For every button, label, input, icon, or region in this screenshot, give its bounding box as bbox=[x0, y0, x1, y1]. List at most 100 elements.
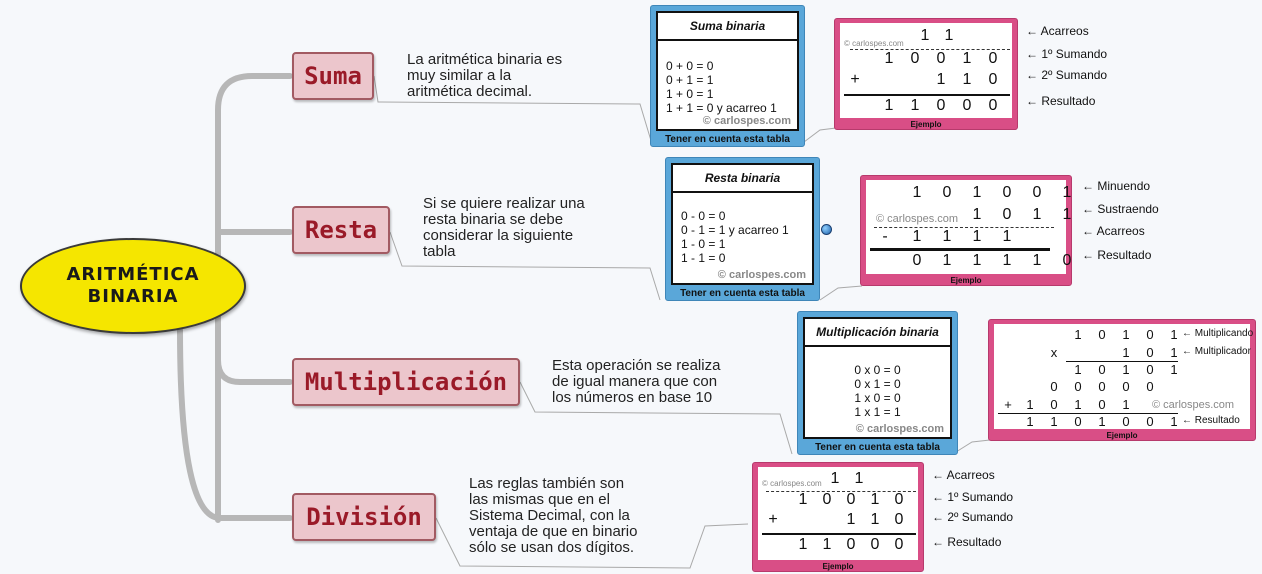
digit: 0 bbox=[910, 50, 920, 67]
digit: 1 bbox=[1032, 252, 1042, 269]
desc-line: los números en base 10 bbox=[552, 389, 713, 406]
label-resultado: ← Resultado bbox=[932, 535, 1002, 549]
digit: 1 bbox=[822, 536, 832, 553]
resta-table-card[interactable]: Resta binaria 0 - 0 = 0 0 - 1 = 1 y acar… bbox=[665, 157, 820, 301]
digit: 1 bbox=[910, 97, 920, 114]
digit: 1 bbox=[1026, 397, 1034, 412]
digit: 1 bbox=[912, 184, 922, 201]
watermark-text: © carlospes.com bbox=[762, 479, 822, 488]
digit: 0 bbox=[1146, 327, 1154, 342]
topic-division-label: División bbox=[306, 503, 422, 531]
digit: 1 bbox=[1026, 414, 1034, 429]
digit: 0 bbox=[1050, 397, 1058, 412]
topic-multiplicacion-label: Multiplicación bbox=[304, 368, 508, 396]
division-desc-connector bbox=[435, 517, 749, 569]
digit: 0 bbox=[988, 50, 998, 67]
digit: 1 bbox=[962, 50, 972, 67]
suma-example-card[interactable]: © carlospes.com 1 1 1 0 0 1 0 + 1 1 0 1 … bbox=[834, 18, 1018, 130]
digit: 0 bbox=[962, 97, 972, 114]
label-resultado: ← Resultado bbox=[1082, 248, 1152, 262]
label-segundo-sumando: ← 2º Sumando bbox=[932, 510, 1014, 524]
label-resultado: ← Resultado bbox=[1026, 94, 1096, 108]
table-row: 1 + 0 = 1 bbox=[666, 87, 714, 101]
multi-desc-connector bbox=[519, 381, 793, 455]
table-row: 1 - 0 = 1 bbox=[681, 237, 726, 251]
table-row: 1 + 1 = 0 y acarreo 1 bbox=[666, 101, 777, 115]
table-row: 1 x 0 = 0 bbox=[854, 391, 901, 405]
digit: 0 bbox=[1098, 397, 1106, 412]
topic-division[interactable]: División bbox=[292, 493, 436, 541]
multiplicacion-example-card[interactable]: 1 0 1 0 1 x 1 0 1 1 0 1 0 1 0 0 0 0 0 + … bbox=[988, 319, 1256, 441]
topic-resta[interactable]: Resta bbox=[292, 206, 390, 254]
digit: 1 bbox=[1122, 397, 1130, 412]
division-example-card[interactable]: © carlospes.com 1 1 1 0 0 1 0 + 1 1 0 1 … bbox=[752, 462, 924, 572]
label-minuendo: ← Minuendo bbox=[1082, 179, 1151, 193]
example-footer: Ejemplo bbox=[1106, 431, 1138, 440]
digit: 1 bbox=[1074, 397, 1082, 412]
sum-divider bbox=[998, 413, 1178, 414]
topic-multiplicacion[interactable]: Multiplicación bbox=[292, 358, 520, 406]
suma-table-card[interactable]: Suma binaria 0 + 0 = 0 0 + 1 = 1 1 + 0 =… bbox=[650, 5, 805, 147]
digit: 1 bbox=[1032, 206, 1042, 223]
digit: 1 bbox=[942, 228, 952, 245]
topic-suma[interactable]: Suma bbox=[292, 52, 374, 100]
digit: 1 bbox=[1170, 327, 1178, 342]
multiplicacion-description: Esta operación se realiza de igual maner… bbox=[552, 358, 720, 406]
digit: 0 bbox=[936, 50, 946, 67]
label-acarreos: ← Acarreos bbox=[1026, 24, 1089, 38]
copyright-text: © carlospes.com bbox=[702, 115, 791, 127]
suma-desc-connector bbox=[373, 75, 653, 145]
suma-table-connector bbox=[803, 127, 837, 143]
digit: 1 bbox=[798, 536, 808, 553]
operator: - bbox=[882, 228, 888, 245]
digit: 0 bbox=[870, 536, 880, 553]
digit: 1 bbox=[1074, 362, 1082, 377]
central-title-line2: BINARIA bbox=[87, 286, 179, 307]
suma-description: La aritmética binaria es muy similar a l… bbox=[407, 52, 562, 100]
digit: 1 bbox=[972, 228, 982, 245]
desc-line: de igual manera que con bbox=[552, 373, 718, 390]
digit: 1 bbox=[1002, 228, 1012, 245]
table-row: 0 + 0 = 0 bbox=[666, 59, 714, 73]
example-footer: Ejemplo bbox=[822, 562, 854, 571]
product-divider bbox=[1066, 361, 1178, 362]
desc-line: Si se quiere realizar una bbox=[423, 195, 585, 212]
digit: 0 bbox=[936, 97, 946, 114]
operator: + bbox=[850, 71, 860, 88]
desc-line: muy similar a la bbox=[407, 67, 512, 84]
desc-line: Sistema Decimal, con la bbox=[469, 507, 630, 524]
digit: 0 bbox=[1098, 327, 1106, 342]
digit: 0 bbox=[1002, 206, 1012, 223]
table-row: 0 - 0 = 0 bbox=[681, 209, 726, 223]
resta-table-title: Resta binaria bbox=[673, 165, 812, 193]
digit: 0 bbox=[988, 97, 998, 114]
multiplicacion-table-card[interactable]: Multiplicación binaria 0 x 0 = 0 0 x 1 =… bbox=[797, 311, 958, 455]
topic-suma-label: Suma bbox=[304, 62, 362, 90]
globe-icon[interactable] bbox=[821, 224, 832, 235]
digit: 0 bbox=[942, 184, 952, 201]
operator: + bbox=[1004, 397, 1012, 412]
digit: 1 bbox=[1170, 345, 1178, 360]
digit: 0 bbox=[1074, 379, 1082, 394]
digit: 0 bbox=[1050, 379, 1058, 394]
digit: 1 bbox=[884, 97, 894, 114]
resta-table-connector bbox=[819, 285, 863, 301]
central-topic[interactable]: ARITMÉTICA BINARIA bbox=[20, 238, 246, 334]
digit: 1 bbox=[1122, 327, 1130, 342]
digit: 1 bbox=[870, 491, 880, 508]
suma-table-title: Suma binaria bbox=[658, 13, 797, 41]
sum-divider bbox=[844, 94, 1010, 96]
sum-divider bbox=[762, 533, 916, 535]
resta-desc-connector bbox=[389, 231, 661, 301]
digit: 1 bbox=[854, 470, 864, 487]
multiplicacion-table-title: Multiplicación binaria bbox=[805, 319, 950, 347]
dashed-divider bbox=[874, 227, 1054, 228]
resta-example-card[interactable]: 1 0 1 0 0 1 © carlospes.com 1 0 1 1 - 1 … bbox=[860, 175, 1072, 286]
digit: 1 bbox=[936, 71, 946, 88]
digit: 1 bbox=[1170, 414, 1178, 429]
desc-line: las mismas que en el bbox=[469, 491, 610, 508]
operator: x bbox=[1050, 345, 1058, 360]
label-acarreos: ← Acarreos bbox=[932, 468, 995, 482]
multi-table-connector bbox=[955, 439, 991, 453]
example-footer: Ejemplo bbox=[950, 276, 982, 285]
